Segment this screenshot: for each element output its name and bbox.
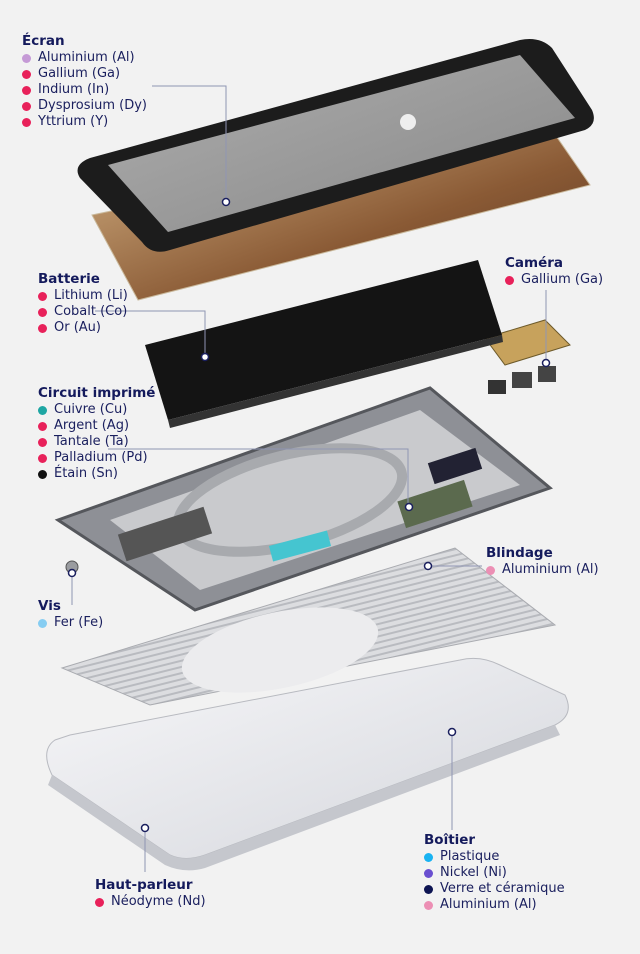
pointer-dots (67, 197, 551, 833)
legend-title: Batterie (38, 271, 100, 287)
legend-item: Cuivre (Cu) (38, 402, 155, 418)
legend-ecran: Écran Aluminium (Al) Gallium (Ga) Indium… (22, 33, 147, 130)
legend-haut-parleur: Haut-parleur Néodyme (Nd) (95, 877, 206, 910)
rare-metal-dot-icon (22, 69, 31, 79)
legend-label: Gallium (Ga) (521, 272, 604, 287)
legend-item: Cobalt (Co) (38, 304, 128, 320)
legend-item: Fer (Fe) (38, 615, 103, 631)
legend-label: Tantale (Ta) (54, 434, 129, 449)
legend-item: Tantale (Ta) (38, 434, 155, 450)
rare-metal-dot-icon (38, 437, 47, 447)
legend-label: Palladium (Pd) (54, 450, 148, 465)
legend-item: Lithium (Li) (38, 288, 128, 304)
legend-label: Lithium (Li) (54, 288, 128, 303)
legend-label: Cuivre (Cu) (54, 402, 128, 417)
legend-item: Palladium (Pd) (38, 450, 155, 466)
plastic-dot-icon (424, 852, 433, 862)
rare-metal-dot-icon (22, 85, 31, 95)
legend-label: Nickel (Ni) (440, 865, 507, 880)
legend-label: Fer (Fe) (54, 615, 104, 630)
mid-frame (54, 386, 554, 612)
legend-item: Nickel (Ni) (424, 865, 565, 881)
legend-item: Néodyme (Nd) (95, 894, 206, 910)
legend-title: Haut-parleur (95, 877, 193, 893)
legend-item: Étain (Sn) (38, 466, 155, 482)
legend-title: Écran (22, 33, 65, 49)
legend-title: Caméra (505, 255, 564, 271)
legend-item: Dysprosium (Dy) (22, 98, 147, 114)
rare-metal-dot-icon (38, 291, 47, 301)
tin-dot-icon (38, 469, 47, 479)
back-case (46, 657, 569, 871)
legend-label: Verre et céramique (440, 881, 565, 896)
legend-boitier: Boîtier Plastique Nickel (Ni) Verre et c… (424, 832, 565, 913)
legend-batterie: Batterie Lithium (Li) Cobalt (Co) Or (Au… (38, 271, 128, 336)
legend-blindage: Blindage Aluminium (Al) (486, 545, 599, 578)
rare-metal-dot-icon (38, 323, 47, 333)
legend-label: Plastique (440, 849, 500, 864)
nickel-dot-icon (424, 868, 433, 878)
aluminium-dot-icon (424, 900, 433, 910)
rare-metal-dot-icon (38, 307, 47, 317)
legend-item: Or (Au) (38, 320, 128, 336)
legend-label: Argent (Ag) (54, 418, 130, 433)
battery (145, 260, 503, 428)
rare-metal-dot-icon (38, 421, 47, 431)
rare-metal-dot-icon (22, 117, 31, 127)
legend-item: Indium (In) (22, 82, 147, 98)
rare-metal-dot-icon (95, 897, 104, 907)
screen-panel (77, 39, 594, 252)
iron-dot-icon (38, 618, 47, 628)
legend-label: Aluminium (Al) (440, 897, 537, 912)
rare-metal-dot-icon (38, 453, 47, 463)
legend-title: Blindage (486, 545, 553, 561)
copper-dot-icon (38, 405, 47, 415)
aluminium-dot-icon (22, 53, 31, 63)
legend-label: Néodyme (Nd) (111, 894, 206, 909)
legend-circuit: Circuit imprimé Cuivre (Cu) Argent (Ag) … (38, 385, 155, 482)
legend-item: Gallium (Ga) (505, 272, 603, 288)
glass-dot-icon (424, 884, 433, 894)
legend-vis: Vis Fer (Fe) (38, 598, 103, 631)
legend-item: Argent (Ag) (38, 418, 155, 434)
leader-lines (71, 85, 547, 872)
legend-label: Gallium (Ga) (38, 66, 121, 81)
legend-item: Gallium (Ga) (22, 66, 147, 82)
legend-item: Verre et céramique (424, 881, 565, 897)
legend-title: Vis (38, 598, 61, 614)
shield-plate (60, 547, 557, 706)
legend-label: Cobalt (Co) (54, 304, 128, 319)
rare-metal-dot-icon (505, 275, 514, 285)
legend-label: Yttrium (Y) (38, 114, 109, 129)
legend-item: Aluminium (Al) (424, 897, 565, 913)
legend-label: Aluminium (Al) (38, 50, 135, 65)
legend-camera: Caméra Gallium (Ga) (505, 255, 603, 288)
legend-label: Dysprosium (Dy) (38, 98, 148, 113)
camera-module (484, 319, 571, 394)
legend-item: Aluminium (Al) (22, 50, 147, 66)
legend-item: Aluminium (Al) (486, 562, 599, 578)
legend-label: Or (Au) (54, 320, 101, 335)
legend-item: Plastique (424, 849, 565, 865)
aluminium-dot-icon (486, 565, 495, 575)
legend-title: Boîtier (424, 832, 476, 848)
rare-metal-dot-icon (22, 101, 31, 111)
legend-label: Indium (In) (38, 82, 110, 97)
legend-label: Étain (Sn) (54, 466, 118, 481)
legend-label: Aluminium (Al) (502, 562, 599, 577)
legend-title: Circuit imprimé (38, 385, 156, 401)
legend-item: Yttrium (Y) (22, 114, 147, 130)
